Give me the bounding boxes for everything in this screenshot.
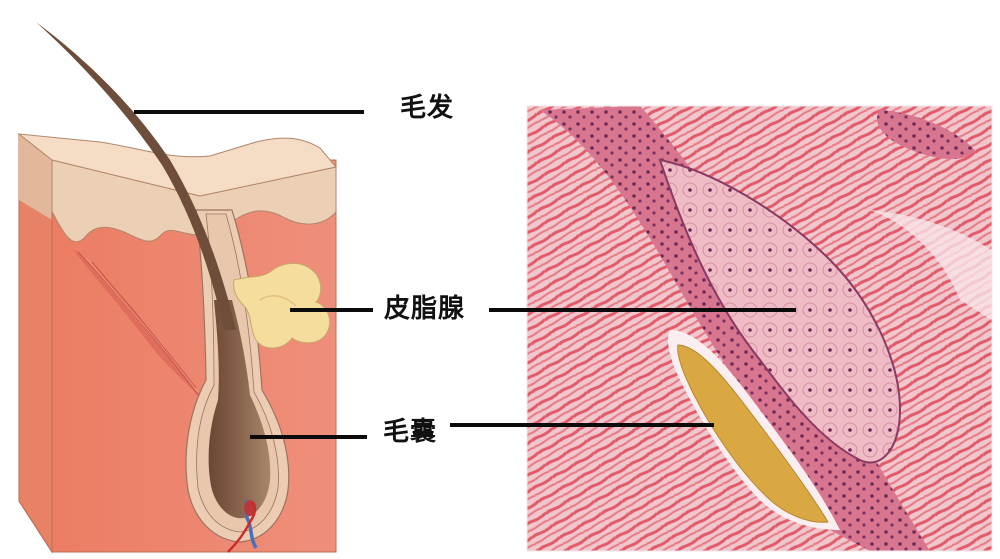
hair-leader-line <box>134 110 364 114</box>
sebaceous-gland-leader-line-right <box>489 308 796 312</box>
label-sebaceous-gland: 皮脂腺 <box>384 294 466 324</box>
sebaceous-gland <box>233 263 331 349</box>
skin-surface <box>17 133 337 197</box>
hair-follicle-leader-line-right <box>450 423 714 427</box>
blood-vessels <box>227 499 258 553</box>
hair-bulb <box>208 300 271 519</box>
label-hair: 毛发 <box>400 93 455 123</box>
label-hair-follicle: 毛囊 <box>383 417 438 447</box>
arrector-pili-muscle <box>72 248 204 400</box>
epidermis <box>51 159 337 243</box>
sebaceous-gland-leader-line-left <box>290 308 373 312</box>
hair-shaft-section <box>677 344 829 523</box>
hair-follicle-leader-line-left <box>250 435 367 439</box>
